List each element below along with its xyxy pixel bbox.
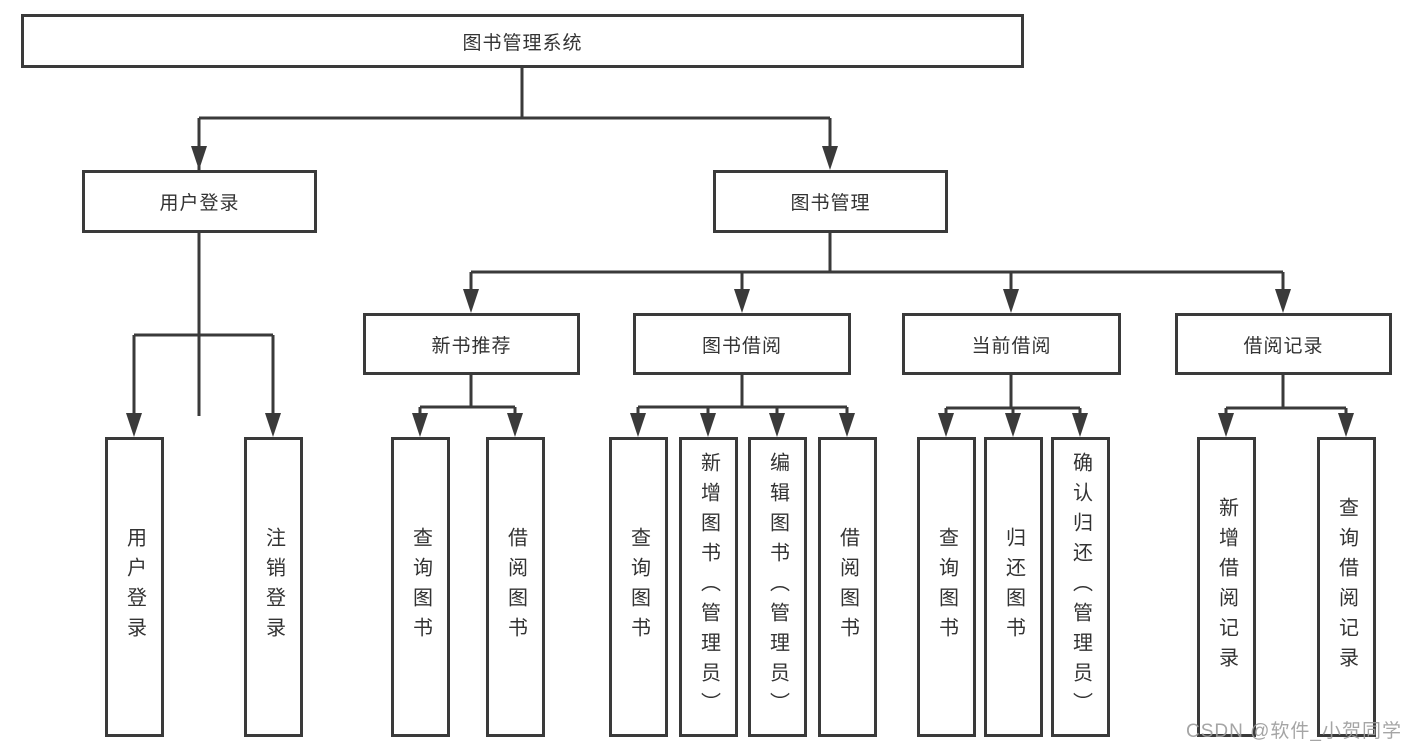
node-label: 新增图书（管理员） xyxy=(697,452,720,722)
csdn-watermark: CSDN @软件_小贺同学 xyxy=(1186,721,1402,742)
arrow-icon xyxy=(507,413,523,437)
leaf-borrow-edit-book-admin: 编辑图书（管理员） xyxy=(748,437,807,737)
node-book-management-system: 图书管理系统 xyxy=(21,14,1024,68)
arrowheads xyxy=(126,146,1354,437)
arrow-icon xyxy=(938,413,954,437)
node-label: 编辑图书（管理员） xyxy=(766,452,789,722)
leaf-current-confirm-return-admin: 确认归还（管理员） xyxy=(1051,437,1110,737)
node-label: 图书借阅 xyxy=(701,335,782,357)
node-label: 借阅图书 xyxy=(504,527,527,647)
leaf-user-login: 用户登录 xyxy=(105,437,164,737)
arrow-icon xyxy=(630,413,646,437)
arrow-icon xyxy=(769,413,785,437)
arrow-icon xyxy=(822,146,838,170)
leaf-logout: 注销登录 xyxy=(244,437,303,737)
leaf-current-query-book: 查询图书 xyxy=(917,437,976,737)
node-label: 查询图书 xyxy=(627,527,650,647)
node-label: 当前借阅 xyxy=(971,335,1052,357)
node-label: 借阅记录 xyxy=(1243,335,1324,357)
leaf-borrow-add-book-admin: 新增图书（管理员） xyxy=(679,437,738,737)
node-label: 用户登录 xyxy=(159,193,240,214)
node-label: 查询图书 xyxy=(409,527,432,647)
leaf-recommend-borrow-book: 借阅图书 xyxy=(486,437,545,737)
arrow-icon xyxy=(839,413,855,437)
arrow-icon xyxy=(1275,289,1291,313)
node-borrowing-records: 借阅记录 xyxy=(1175,313,1392,375)
arrow-icon xyxy=(463,289,479,313)
tree-edges xyxy=(132,68,1348,416)
connector-path xyxy=(132,68,1348,416)
node-current-borrowing: 当前借阅 xyxy=(902,313,1121,375)
node-label: 图书管理系统 xyxy=(462,32,583,54)
leaf-borrow-borrow-book: 借阅图书 xyxy=(818,437,877,737)
node-label: 查询图书 xyxy=(935,527,958,647)
arrow-icon xyxy=(1005,413,1021,437)
arrow-icon xyxy=(1218,413,1234,437)
arrow-icon xyxy=(126,413,142,437)
node-book-borrowing: 图书借阅 xyxy=(633,313,851,375)
node-label: 归还图书 xyxy=(1002,527,1025,647)
node-label: 新增借阅记录 xyxy=(1215,497,1238,677)
node-book-management: 图书管理 xyxy=(713,170,948,233)
leaf-borrow-query-book: 查询图书 xyxy=(609,437,668,737)
node-label: 查询借阅记录 xyxy=(1335,497,1358,677)
arrow-icon xyxy=(1003,289,1019,313)
arrow-icon xyxy=(265,413,281,437)
node-label: 注销登录 xyxy=(262,527,285,647)
node-label: 用户登录 xyxy=(123,527,146,647)
node-label: 确认归还（管理员） xyxy=(1069,452,1092,722)
arrow-icon xyxy=(1072,413,1088,437)
arrow-icon xyxy=(700,413,716,437)
node-user-login: 用户登录 xyxy=(82,170,317,233)
node-label: 借阅图书 xyxy=(836,527,859,647)
node-new-book-recommend: 新书推荐 xyxy=(363,313,580,375)
arrow-icon xyxy=(734,289,750,313)
leaf-current-return-book: 归还图书 xyxy=(984,437,1043,737)
node-label: 新书推荐 xyxy=(431,335,512,357)
leaf-records-query-record: 查询借阅记录 xyxy=(1317,437,1376,737)
leaf-recommend-query-book: 查询图书 xyxy=(391,437,450,737)
leaf-records-add-record: 新增借阅记录 xyxy=(1197,437,1256,737)
arrow-icon xyxy=(191,146,207,170)
arrow-icon xyxy=(412,413,428,437)
node-label: 图书管理 xyxy=(790,193,871,214)
arrow-icon xyxy=(1338,413,1354,437)
